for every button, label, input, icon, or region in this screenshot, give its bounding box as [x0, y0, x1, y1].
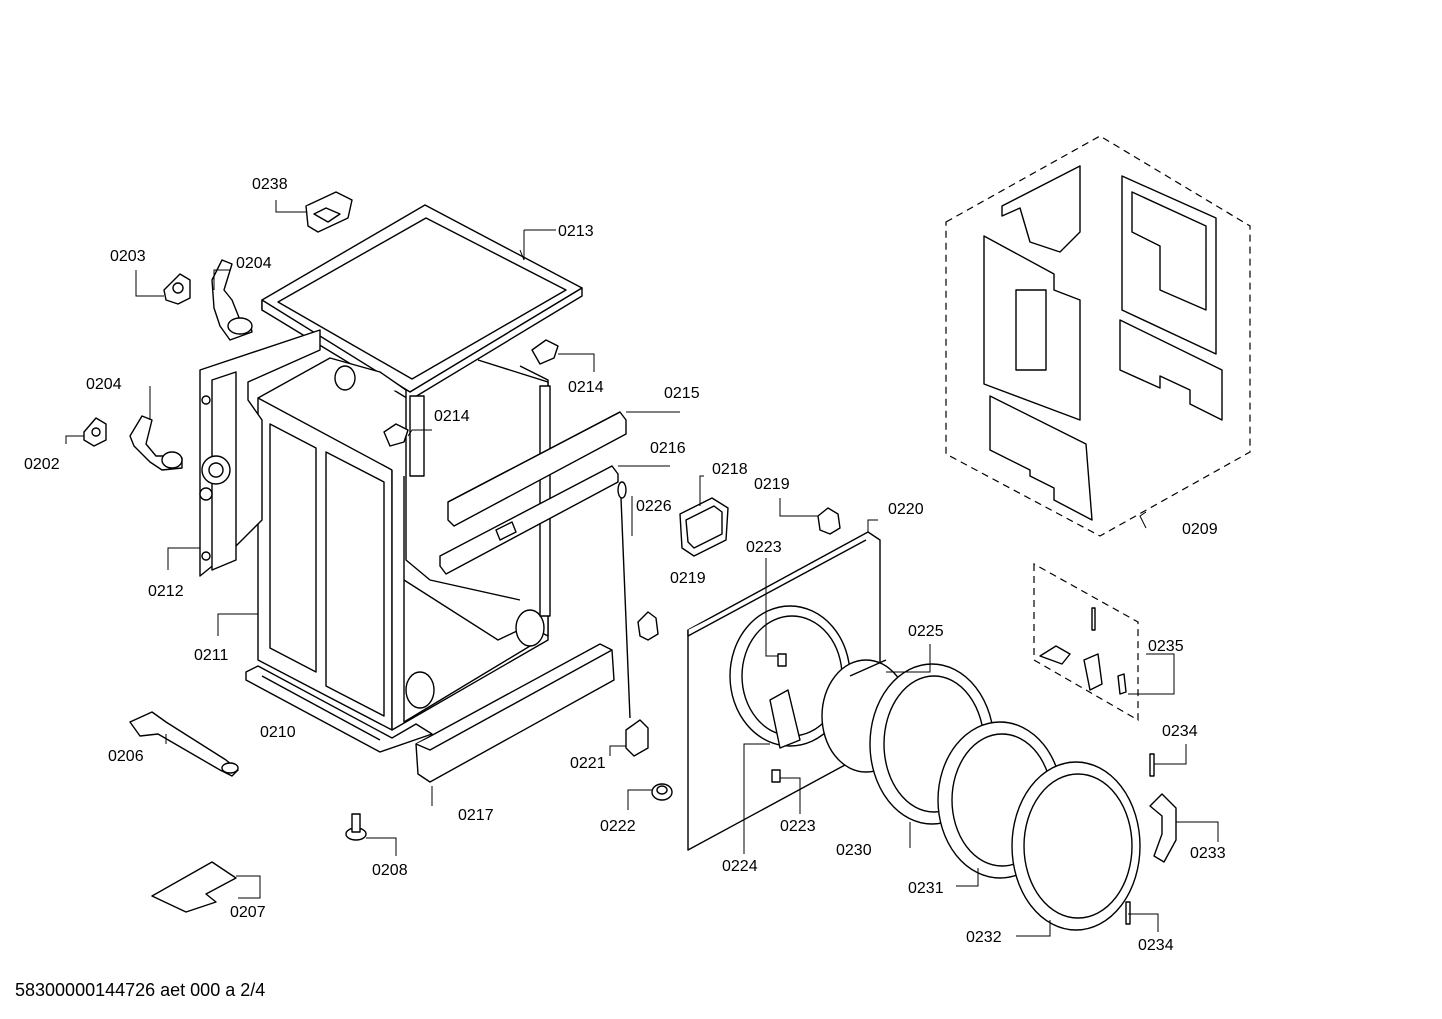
bracket-0214-mid — [383, 423, 409, 447]
inlet-valve-0204-top — [211, 259, 253, 341]
document-code: 58300000144726 aet 000 a 2/4 — [15, 980, 266, 1000]
inlet-valve-0203 — [163, 273, 191, 305]
rod-0226 — [617, 481, 631, 719]
label-0234-top: 0234 — [1162, 723, 1198, 740]
label-0217: 0217 — [458, 807, 494, 824]
label-0202: 0202 — [24, 456, 60, 473]
small-parts-set-0235 — [1033, 562, 1139, 722]
label-0222: 0222 — [600, 818, 636, 835]
label-0223-top: 0223 — [746, 539, 782, 556]
label-0214-top: 0214 — [568, 379, 604, 396]
label-0238: 0238 — [252, 176, 288, 193]
label-0223-bottom: 0223 — [780, 818, 816, 835]
label-0214-mid: 0214 — [434, 408, 470, 425]
label-0216: 0216 — [650, 440, 686, 457]
label-0234-bottom: 0234 — [1138, 937, 1174, 954]
door-ring-0232 — [1011, 761, 1141, 931]
label-0233: 0233 — [1190, 845, 1226, 862]
clip-0219-top — [817, 507, 841, 535]
inlet-valve-0202 — [83, 417, 107, 447]
label-0207: 0207 — [230, 904, 266, 921]
packing-set-0209 — [945, 135, 1251, 537]
rear-panel-0212 — [199, 329, 321, 577]
rail-0215 — [447, 411, 627, 527]
shim-0207 — [151, 861, 237, 913]
pins-0234 — [1125, 753, 1155, 925]
rail-0216 — [439, 465, 619, 575]
part-labels: 0238 0203 0204 0204 0202 0212 0211 0210 … — [24, 176, 1226, 954]
label-0209: 0209 — [1182, 521, 1218, 538]
label-0235: 0235 — [1148, 638, 1184, 655]
label-0225: 0225 — [908, 623, 944, 640]
label-0206: 0206 — [108, 748, 144, 765]
label-0219-bottom: 0219 — [670, 570, 706, 587]
label-0231: 0231 — [908, 880, 944, 897]
label-0215: 0215 — [664, 385, 700, 402]
label-0224: 0224 — [722, 858, 758, 875]
inlet-valve-0204-bottom — [129, 415, 183, 471]
bracket-0214-top — [531, 339, 559, 365]
label-0218: 0218 — [712, 461, 748, 478]
label-0219-top: 0219 — [754, 476, 790, 493]
module-0218 — [679, 497, 729, 557]
screw-0208 — [345, 813, 367, 841]
label-0204-top: 0204 — [236, 255, 272, 272]
part-0221 — [625, 719, 649, 757]
cabinet-0211 — [257, 357, 551, 731]
leader-lines — [65, 200, 1219, 937]
label-0204-bottom: 0204 — [86, 376, 122, 393]
label-0220: 0220 — [888, 501, 924, 518]
part-0222 — [651, 783, 673, 801]
plinth-0217 — [415, 643, 615, 783]
label-0212: 0212 — [148, 583, 184, 600]
label-0221: 0221 — [570, 755, 606, 772]
label-0226: 0226 — [636, 498, 672, 515]
label-0230: 0230 — [836, 842, 872, 859]
front-panel-0220 — [687, 531, 881, 851]
hinge-0238 — [305, 191, 353, 233]
label-0210: 0210 — [260, 724, 296, 741]
label-0213: 0213 — [558, 223, 594, 240]
clip-0219-bottom — [637, 611, 659, 641]
handle-0233 — [1149, 793, 1177, 863]
base-plate-0210 — [245, 665, 433, 753]
label-0232: 0232 — [966, 929, 1002, 946]
wrench-0206 — [129, 711, 239, 777]
label-0208: 0208 — [372, 862, 408, 879]
label-0211: 0211 — [194, 647, 229, 664]
label-0203: 0203 — [110, 248, 146, 265]
